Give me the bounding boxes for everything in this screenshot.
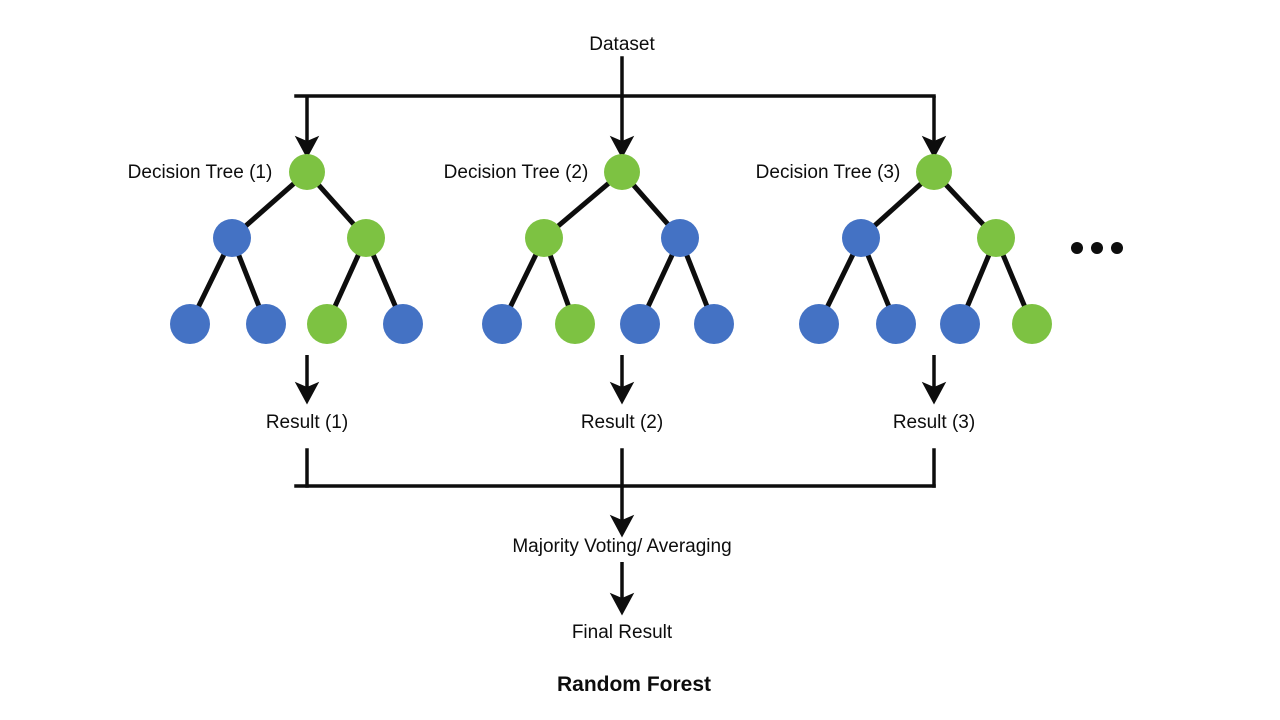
tree-2-leaf-node-4 (694, 304, 734, 344)
tree-3-leaf-node-1 (799, 304, 839, 344)
result-label-3: Result (3) (893, 412, 975, 433)
tree-label-2: Decision Tree (2) (444, 162, 589, 183)
tree-2-leaf-node-1 (482, 304, 522, 344)
diagram-title: Random Forest (557, 673, 711, 696)
aggregation-label: Majority Voting/ Averaging (512, 536, 731, 557)
result-label-1: Result (1) (266, 412, 348, 433)
tree-3-root-node (916, 154, 952, 190)
tree-2-leaf-node-3 (620, 304, 660, 344)
tree-2-mid-node-2 (661, 219, 699, 257)
tree-3-leaf-node-4 (1012, 304, 1052, 344)
tree-3-mid-node-1 (842, 219, 880, 257)
tree-1-leaf-node-2 (246, 304, 286, 344)
tree-label-1: Decision Tree (1) (128, 162, 273, 183)
dataset-label: Dataset (589, 34, 655, 55)
tree-2-mid-node-1 (525, 219, 563, 257)
tree-2-leaf-node-2 (555, 304, 595, 344)
result-label-2: Result (2) (581, 412, 663, 433)
tree-2-root-node (604, 154, 640, 190)
tree-1-leaf-node-1 (170, 304, 210, 344)
tree-label-3: Decision Tree (3) (756, 162, 901, 183)
tree-3-leaf-node-3 (940, 304, 980, 344)
tree-3-mid-node-2 (977, 219, 1015, 257)
tree-edges (187, 170, 1035, 326)
final-result-label: Final Result (572, 622, 673, 643)
flow-connectors (294, 56, 947, 616)
tree-1-root-node (289, 154, 325, 190)
tree-1-mid-node-1 (213, 219, 251, 257)
tree-nodes (170, 154, 1052, 344)
tree-3-leaf-node-2 (876, 304, 916, 344)
ellipsis-dot-3 (1111, 242, 1123, 254)
tree-1-leaf-node-4 (383, 304, 423, 344)
ellipsis-dot-1 (1071, 242, 1083, 254)
tree-1-mid-node-2 (347, 219, 385, 257)
tree-1-leaf-node-3 (307, 304, 347, 344)
ellipsis-dot-2 (1091, 242, 1103, 254)
